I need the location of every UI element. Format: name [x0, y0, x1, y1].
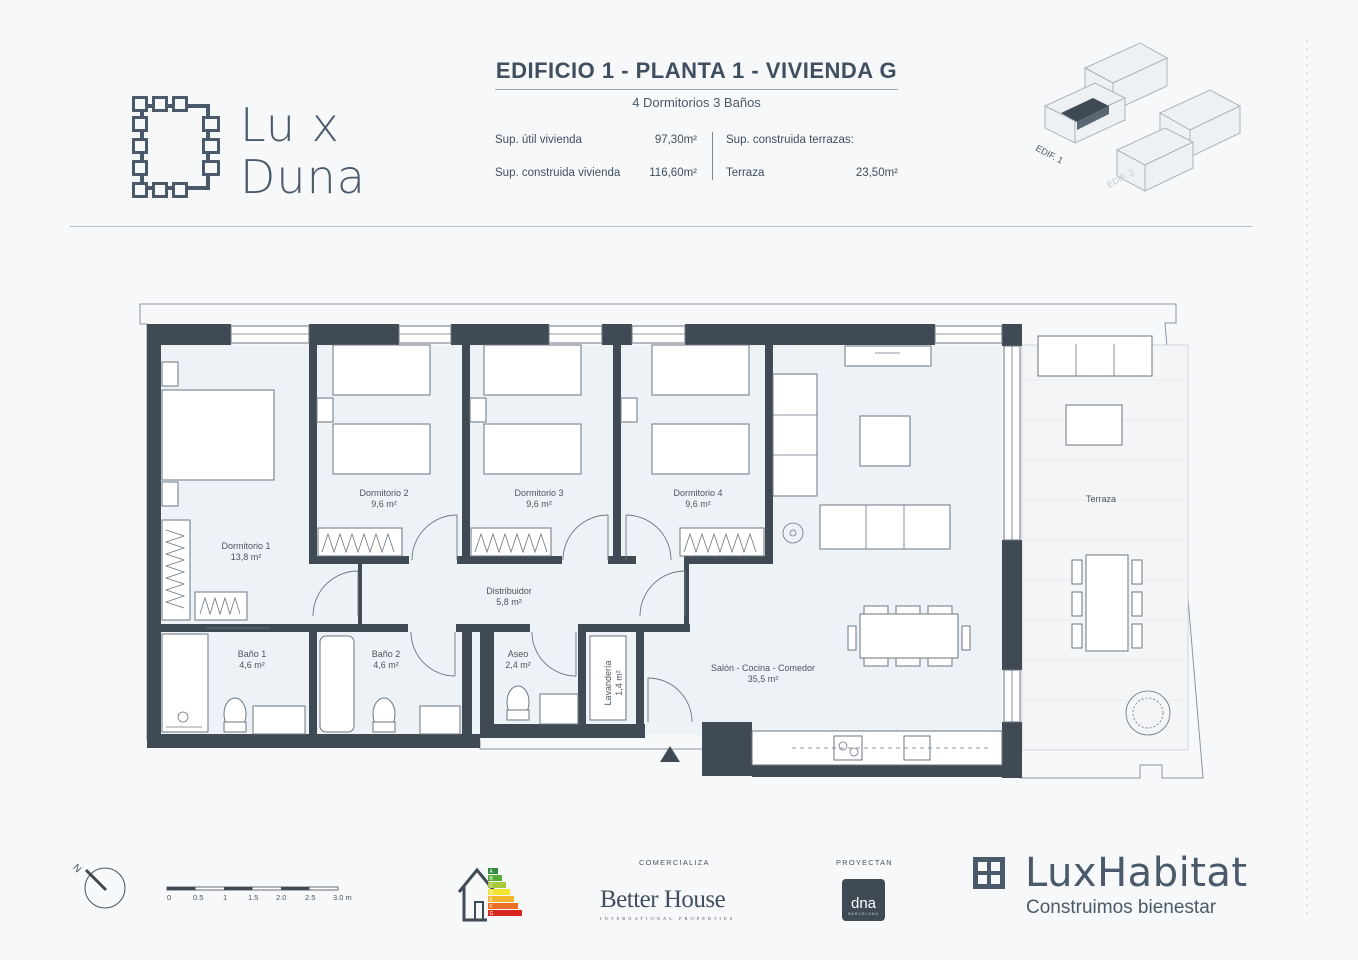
- room-area: 9,6 m²: [685, 499, 711, 509]
- better-house-sub: INTERNATIONAL PROPERTIES: [600, 916, 736, 921]
- dna-logo-text: dna: [850, 895, 877, 912]
- room-area: 35,5 m²: [747, 674, 779, 684]
- north-compass-icon: N: [70, 862, 126, 909]
- luxhabitat-tagline: Construimos bienestar: [1026, 897, 1217, 918]
- room-area: 9,6 m²: [526, 499, 552, 509]
- compass-label: N: [70, 862, 83, 875]
- room-area: 13,8 m²: [230, 552, 262, 562]
- entrance-arrow-icon: [660, 746, 680, 762]
- room-area: 5,8 m²: [496, 597, 522, 607]
- page-title: EDIFICIO 1 - PLANTA 1 - VIVIENDA G: [495, 58, 898, 83]
- room-name: Baño 2: [371, 649, 401, 659]
- spec-built-value: 116,60m²: [649, 167, 697, 179]
- proyectan-label: PROYECTAN: [836, 858, 893, 867]
- spec-util-value: 97,30m²: [654, 134, 697, 146]
- margin-guide-strip: [1302, 40, 1308, 920]
- energy-letter: B: [490, 876, 494, 882]
- room-terraza: Terraza: [1061, 494, 1141, 505]
- spec-separator: [712, 132, 713, 180]
- keyplan-edif1: EDIF. 1: [1034, 143, 1065, 166]
- scale-label-05: 0.5: [193, 893, 204, 902]
- energy-letter: D: [490, 890, 494, 896]
- room-name: Dormitorio 1: [221, 541, 271, 551]
- spec-terrace-label: Terraza: [726, 167, 765, 179]
- scale-label-1: 1: [223, 893, 228, 902]
- room-name: Baño 1: [237, 649, 267, 659]
- lux-duna-logo-mark: [132, 96, 220, 198]
- spec-util-label: Sup. útil vivienda: [495, 134, 582, 146]
- floor-plan: [139, 303, 1204, 779]
- scale-label-15: 1.5: [248, 893, 259, 902]
- room-area: 1,4 m²: [614, 670, 624, 696]
- room-area: 4,6 m²: [239, 660, 265, 670]
- dna-logo: dna BARCELONA: [842, 879, 885, 921]
- room-name: Dormitorio 3: [514, 488, 564, 498]
- building-key-plan: EDIF. 1 EDIF. 2: [1034, 42, 1242, 192]
- room-area: 4,6 m²: [373, 660, 399, 670]
- luxhabitat-logo-icon: [973, 857, 1005, 889]
- room-name: Salón - Cocina - Comedor: [710, 663, 816, 673]
- energy-letter: G: [490, 911, 494, 917]
- comercializa-label: COMERCIALIZA: [639, 858, 710, 867]
- room-name: Dormitorio 4: [673, 488, 723, 498]
- title-divider: [495, 89, 898, 90]
- dna-logo-sub: BARCELONA: [848, 912, 879, 916]
- spec-terrace-heading: Sup. construida terrazas:: [726, 134, 854, 146]
- room-area: 2,4 m²: [505, 660, 531, 670]
- logo-line-1: Lu x: [240, 98, 340, 152]
- room-name: Lavandería: [603, 660, 613, 706]
- spec-terrace-value: 23,50m²: [855, 167, 898, 179]
- energy-rating-icon: A B C D E F G: [457, 867, 522, 922]
- scale-label-25: 2.5: [305, 893, 316, 902]
- energy-letter: E: [490, 897, 494, 903]
- logo-line-2: Duna: [240, 150, 366, 204]
- luxhabitat-brand: LuxHabitat: [1025, 850, 1248, 896]
- scale-bar: [166, 886, 339, 891]
- energy-letter: C: [490, 883, 494, 889]
- room-name: Terraza: [1085, 494, 1116, 504]
- energy-letter: A: [490, 869, 494, 875]
- spec-built-label: Sup. construida vivienda: [495, 167, 621, 179]
- scale-label-0: 0: [167, 893, 172, 902]
- header-divider: [70, 226, 1252, 227]
- energy-letter: F: [490, 904, 493, 910]
- better-house-logo: Better House: [600, 886, 726, 913]
- room-name: Aseo: [507, 649, 529, 659]
- room-name: Dormitorio 2: [359, 488, 409, 498]
- room-area: 9,6 m²: [371, 499, 397, 509]
- scale-label-3: 3.0 m: [333, 893, 352, 902]
- room-name: Distribuidor: [486, 586, 532, 596]
- page-subtitle: 4 Dormitorios 3 Baños: [632, 95, 761, 110]
- scale-label-2: 2.0: [276, 893, 287, 902]
